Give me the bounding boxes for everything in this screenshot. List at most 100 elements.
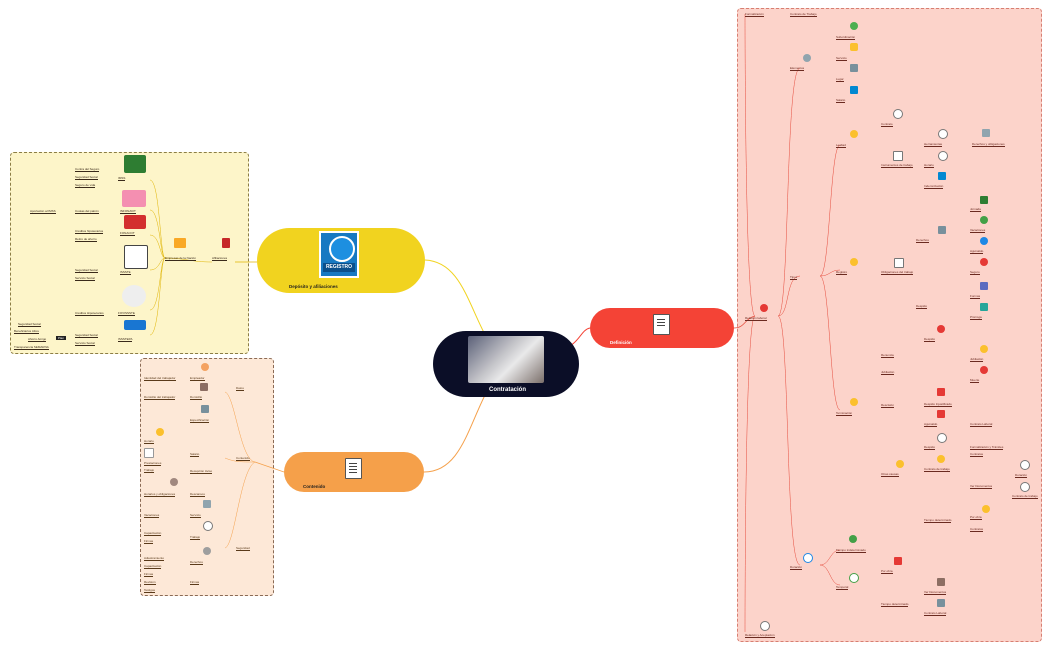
topic-node[interactable]: Lealtad: [836, 143, 846, 148]
topic-node[interactable]: Servicio: [836, 56, 847, 61]
topic-node[interactable]: Recepción Aviso: [190, 469, 213, 474]
topic-node[interactable]: Domicilio: [190, 395, 203, 400]
topic-node[interactable]: Salario: [836, 98, 846, 103]
topic-node[interactable]: Transparencia SEMARNA: [14, 345, 49, 350]
topic-node[interactable]: Capacitación: [144, 531, 162, 536]
topic-node[interactable]: Obligaciones del trabajo: [881, 270, 914, 275]
topic-node[interactable]: Seguridad Social: [18, 322, 41, 327]
topic-node[interactable]: Datos: [236, 386, 244, 391]
topic-node[interactable]: Capacitación: [144, 564, 162, 569]
topic-node[interactable]: Vacaciones: [144, 513, 160, 518]
branch-definicion[interactable]: Definición: [590, 308, 734, 348]
topic-node[interactable]: Servicio Social: [75, 341, 95, 346]
topic-node[interactable]: Otras causas: [881, 472, 899, 477]
topic-node[interactable]: Lugar: [836, 77, 844, 82]
topic-node[interactable]: Tiempo determinado: [924, 518, 952, 523]
topic-node[interactable]: Horarios y obligaciones: [144, 492, 176, 497]
topic-node[interactable]: FONACOT: [120, 231, 135, 236]
topic-node[interactable]: Empleador: [190, 376, 205, 381]
topic-node[interactable]: Despido Injustificado: [924, 402, 952, 407]
topic-node[interactable]: ISSSTE: [120, 270, 131, 275]
topic-node[interactable]: Contra del Seguro: [75, 167, 100, 172]
topic-node[interactable]: Ver Documentos: [970, 484, 993, 489]
topic-node[interactable]: Jubilación: [970, 357, 984, 362]
topic-node[interactable]: Contrato: [881, 122, 893, 127]
topic-node[interactable]: Trabajo: [144, 468, 155, 473]
topic-node[interactable]: Seguridad: [236, 546, 250, 551]
topic-node[interactable]: Ver Documentos: [924, 590, 947, 595]
topic-node[interactable]: Empresas de la Nación: [165, 256, 197, 261]
topic-node[interactable]: Retiro de ahorro: [75, 237, 97, 242]
topic-node[interactable]: Contrato de trabajo: [924, 467, 950, 472]
topic-node[interactable]: Horario: [144, 439, 154, 444]
topic-node[interactable]: Aguinaldo: [970, 249, 984, 254]
plan-tag[interactable]: Plan: [56, 336, 67, 340]
topic-node[interactable]: INFONAVIT: [120, 209, 136, 214]
topic-node[interactable]: Firmas: [190, 580, 200, 585]
topic-node[interactable]: Seguro de vida: [75, 183, 96, 188]
topic-node[interactable]: Testigos: [144, 588, 156, 593]
topic-node[interactable]: Contrato Laboral: [924, 611, 947, 616]
topic-node[interactable]: Créditos Hipotecarios: [75, 311, 104, 316]
topic-node[interactable]: Indemnización: [924, 184, 944, 189]
topic-node[interactable]: Subordinación: [836, 35, 856, 40]
topic-node[interactable]: Vacaciones: [970, 228, 986, 233]
topic-node[interactable]: Seguridad Social: [75, 175, 98, 180]
topic-node[interactable]: Derechos: [190, 560, 203, 565]
topic-node[interactable]: Derechos y obligaciones: [972, 142, 1005, 147]
topic-node[interactable]: FOVISSSTE: [118, 311, 135, 316]
topic-node[interactable]: Créditos hipotecarios: [75, 229, 104, 234]
topic-node[interactable]: Tiempo determinado: [881, 602, 909, 607]
topic-node[interactable]: Herramientas: [924, 142, 943, 147]
topic-node[interactable]: Ahorro Amigo: [28, 337, 47, 342]
topic-node[interactable]: Contenido: [236, 456, 250, 461]
topic-node[interactable]: Firmas: [144, 539, 154, 544]
topic-node[interactable]: Cuotas del patrón: [75, 209, 99, 214]
central-topic[interactable]: Contratación: [433, 331, 579, 397]
topic-node[interactable]: Aportación al IMSS: [30, 209, 56, 214]
topic-node[interactable]: Elementos: [790, 66, 805, 71]
branch-deposito-afiliaciones[interactable]: REGISTRO Depósito y afiliaciones: [257, 228, 425, 293]
topic-node[interactable]: Tipos: [790, 275, 798, 280]
topic-node[interactable]: Identidad del trabajador: [144, 376, 176, 381]
topic-node[interactable]: Muerte: [970, 378, 980, 383]
topic-node[interactable]: Beneficiarios Afore: [14, 329, 40, 334]
topic-node[interactable]: Contratos: [970, 527, 984, 532]
topic-node[interactable]: Terminación: [836, 411, 853, 416]
topic-node[interactable]: Por obra: [881, 569, 893, 574]
topic-node[interactable]: Despido: [924, 445, 936, 450]
topic-node[interactable]: Relación laboral: [745, 316, 767, 321]
topic-node[interactable]: Domicilio del trabajador: [144, 395, 176, 400]
topic-node[interactable]: Seguridad Social: [75, 268, 98, 273]
topic-node[interactable]: ISSSTEPA: [118, 337, 133, 342]
topic-node[interactable]: Adiestramiento: [144, 556, 165, 561]
topic-node[interactable]: Rescisión: [881, 403, 895, 408]
topic-node[interactable]: Registro: [836, 270, 848, 275]
topic-node[interactable]: Instrumentos de trabajo: [881, 163, 913, 168]
topic-node[interactable]: Horario: [924, 163, 934, 168]
topic-node[interactable]: Afiliaciones: [212, 256, 228, 261]
topic-node[interactable]: Duración: [1015, 473, 1028, 478]
topic-node[interactable]: Contrato de trabajo: [1012, 494, 1038, 499]
topic-node[interactable]: Formalización y Trámites: [970, 445, 1004, 450]
topic-node[interactable]: Renuncia: [881, 353, 894, 358]
topic-node[interactable]: Salario: [190, 452, 200, 457]
topic-node[interactable]: Tiempo indeterminado: [836, 548, 866, 553]
topic-node[interactable]: Derechos: [916, 238, 929, 243]
topic-node[interactable]: Prestaciones: [144, 461, 162, 466]
topic-node[interactable]: Despido: [924, 337, 936, 342]
topic-node[interactable]: Por obra: [970, 515, 982, 520]
topic-node[interactable]: Despido: [916, 304, 928, 309]
topic-node[interactable]: Revisión: [144, 580, 156, 585]
topic-node[interactable]: IMSS: [118, 176, 126, 181]
topic-node[interactable]: Contratos: [970, 452, 984, 457]
topic-node[interactable]: Firmas: [144, 572, 154, 577]
topic-node[interactable]: Servicio Social: [75, 276, 95, 281]
topic-node[interactable]: Servicio: [190, 513, 201, 518]
topic-node[interactable]: Seguridad Social: [75, 333, 98, 338]
topic-node[interactable]: Jubilación: [881, 370, 895, 375]
topic-node[interactable]: Duración: [790, 565, 803, 570]
topic-node[interactable]: Temporal: [836, 585, 849, 590]
branch-contenido[interactable]: Contenido: [284, 452, 424, 492]
topic-node[interactable]: Trabajo: [190, 535, 201, 540]
